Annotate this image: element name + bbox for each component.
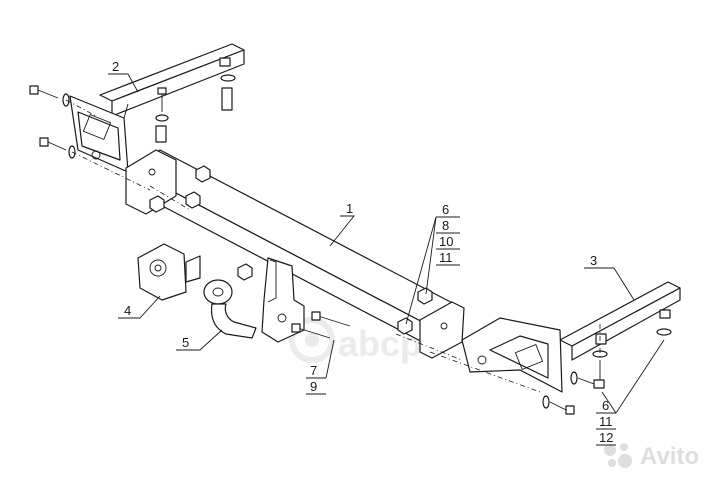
callout-labels: 2 1 4 5 3 6 8 10 11 7 9 6 11 12 xyxy=(112,59,613,445)
socket-plate-part-4 xyxy=(137,243,201,301)
bolts-ball-mount xyxy=(291,311,351,339)
callout-5: 5 xyxy=(182,335,189,350)
callout-11-upper: 11 xyxy=(439,250,453,265)
callout-10: 10 xyxy=(439,234,453,249)
bolt-top-1 xyxy=(155,87,169,143)
assembly-center-lines xyxy=(65,99,601,393)
callout-12: 12 xyxy=(599,430,613,445)
callout-3: 3 xyxy=(590,253,597,268)
callout-7: 7 xyxy=(310,363,317,378)
avito-logo-icon xyxy=(604,443,632,468)
callout-6-lower: 6 xyxy=(602,398,609,413)
left-bracket-part-2 xyxy=(69,43,245,173)
fasteners xyxy=(29,57,672,415)
callout-4: 4 xyxy=(124,303,131,318)
callout-2: 2 xyxy=(112,59,119,74)
callout-6-upper: 6 xyxy=(442,202,449,217)
callout-11-lower: 11 xyxy=(599,414,613,429)
bolts-right xyxy=(542,309,672,415)
nuts-crossbar-left xyxy=(149,165,211,213)
nut-ball xyxy=(237,263,253,281)
bolt-left-lower xyxy=(39,137,76,159)
callout-1: 1 xyxy=(346,201,353,216)
avito-watermark: Avito xyxy=(604,443,699,470)
tow-ball-part-5 xyxy=(203,279,257,339)
bolt-left-upper xyxy=(29,85,70,107)
callout-9: 9 xyxy=(310,379,317,394)
avito-watermark-text: Avito xyxy=(640,443,699,470)
nuts-crossbar-right xyxy=(397,287,433,335)
crossbar-part-1 xyxy=(125,149,465,359)
leader-lines xyxy=(108,73,665,446)
bolt-top-2 xyxy=(219,57,236,111)
callout-8: 8 xyxy=(442,218,449,233)
